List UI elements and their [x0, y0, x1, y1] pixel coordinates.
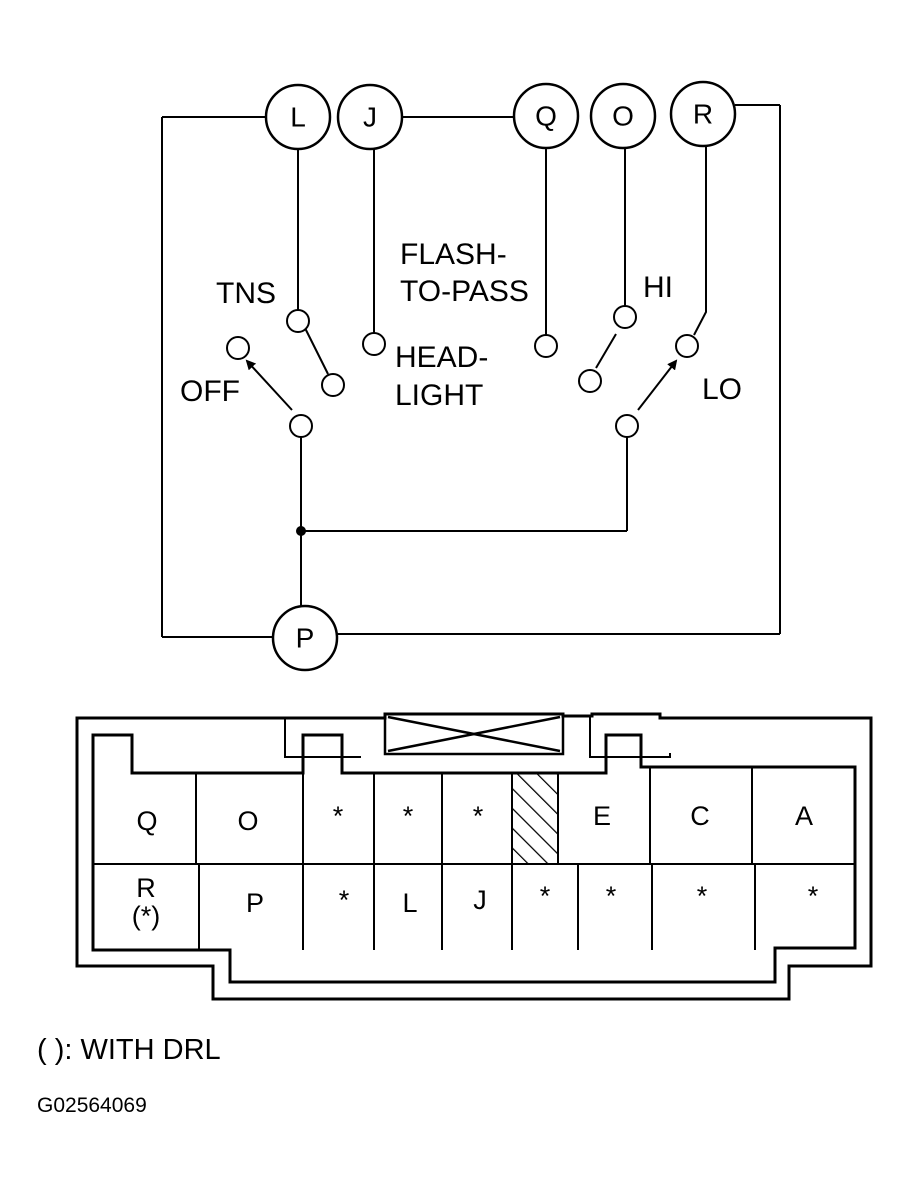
label-lo: LO [702, 373, 742, 406]
switch-contacts [226, 305, 699, 438]
label-flash-1: FLASH- [400, 238, 507, 271]
terminal-j-label: J [363, 102, 377, 133]
legend-note: ( ): WITH DRL [37, 1034, 221, 1066]
terminal-l-label: L [290, 102, 306, 133]
wiring [161, 104, 781, 638]
pin-e: E [593, 801, 611, 831]
contact-lo [675, 334, 699, 358]
label-head-2: LIGHT [395, 379, 483, 412]
contact-off [226, 336, 250, 360]
switch-labels: TNS OFF FLASH- TO-PASS HEAD- LIGHT HI LO [180, 238, 742, 412]
label-flash-2: TO-PASS [400, 275, 529, 308]
connector-row-2: R (*) P * L J * * * * [132, 873, 819, 931]
terminal-q [512, 82, 580, 150]
pin-p: P [246, 888, 264, 918]
terminal-r [669, 80, 737, 148]
label-off: OFF [180, 375, 240, 408]
pin-star: * [606, 881, 617, 911]
pin-r: R [136, 873, 156, 903]
terminal-j [336, 83, 404, 151]
terminal-p [271, 604, 339, 672]
contact-tns [286, 309, 310, 333]
label-head-1: HEAD- [395, 341, 488, 374]
pin-star: * [697, 881, 708, 911]
label-hi: HI [643, 271, 673, 304]
terminal-o [589, 82, 657, 150]
pin-star: * [333, 801, 344, 831]
terminal-p-label: P [296, 623, 315, 654]
pin-j: J [473, 885, 487, 915]
label-tns: TNS [216, 277, 276, 310]
pin-q: Q [136, 806, 157, 836]
pin-l: L [402, 888, 417, 918]
pin-star: * [403, 801, 414, 831]
connector-row-1: Q O * * * E C A [136, 801, 813, 836]
pin-star: * [540, 881, 551, 911]
pin-r-drl: (*) [132, 901, 161, 931]
contact-common-left [289, 414, 313, 438]
connector-latch [383, 712, 565, 756]
pin-star: * [808, 881, 819, 911]
contact-hi [613, 305, 637, 329]
terminals: L J Q O R P [264, 80, 737, 672]
pin-o: O [237, 806, 258, 836]
pin-a: A [795, 801, 813, 831]
contact-headlight [362, 332, 386, 356]
junction-dot [296, 526, 306, 536]
pin-star: * [339, 885, 350, 915]
contact-hi-lower [578, 369, 602, 393]
connector-grid [93, 767, 855, 950]
pin-star: * [473, 801, 484, 831]
terminal-r-label: R [693, 99, 713, 130]
terminal-q-label: Q [535, 101, 557, 132]
terminal-l [264, 83, 332, 151]
contact-common-right [615, 414, 639, 438]
pin-c: C [690, 801, 710, 831]
contact-tns-lower [321, 373, 345, 397]
contact-flash [534, 334, 558, 358]
terminal-o-label: O [612, 101, 634, 132]
figure-id: G02564069 [37, 1094, 147, 1117]
